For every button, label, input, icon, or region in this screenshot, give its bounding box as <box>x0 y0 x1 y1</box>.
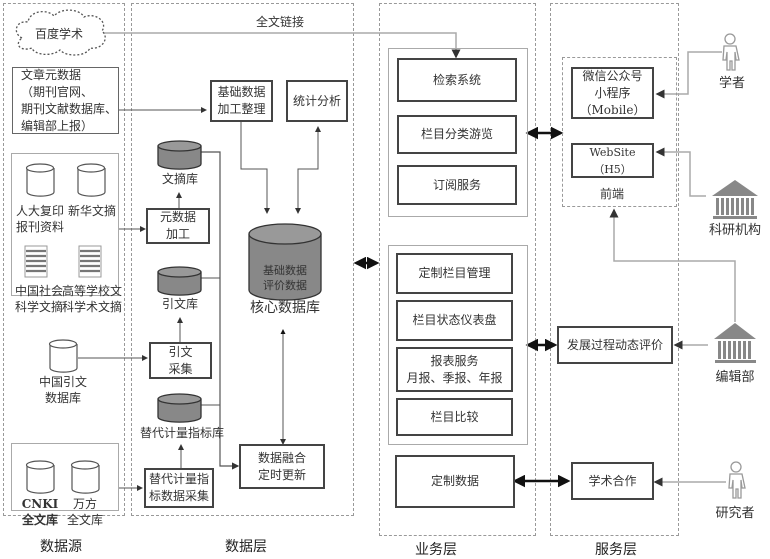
metadata-processing-box: 元数据 加工 <box>146 208 210 244</box>
cloud-shape <box>15 9 106 56</box>
hxxs-label: 高等学校文 科学术文摘 <box>61 284 122 314</box>
wechat-mobile-box[interactable]: 微信公众号 小程序 （Mobile） <box>571 67 654 119</box>
column-dashboard-box[interactable]: 栏目状态仪表盘 <box>396 300 513 341</box>
db-icon-abstract <box>157 140 202 170</box>
layer-title-data: 数据层 <box>225 539 267 555</box>
cnki-label: CNKI 全文库 <box>21 497 59 527</box>
actor-scholar-label: 学者 <box>718 76 745 91</box>
statistics-box: 统计分析 <box>286 80 348 122</box>
frontend-label: 前端 <box>599 187 624 201</box>
link-fulltext <box>103 32 461 59</box>
academic-coop-box[interactable]: 学术合作 <box>571 462 654 500</box>
layer-data-source <box>3 3 125 516</box>
doc-icon-cssa <box>24 245 48 278</box>
link-dbs-fusion <box>200 151 240 470</box>
baidu-scholar-label: 百度学术 <box>34 27 83 41</box>
person-icon-scholar <box>722 33 740 71</box>
dynamic-eval-box[interactable]: 发展过程动态评价 <box>557 326 673 364</box>
db-icon-citation <box>157 266 202 296</box>
source-group-abstracts <box>11 153 119 296</box>
abstract-db-label: 文摘库 <box>161 172 198 186</box>
actor-researcher-label: 研究者 <box>715 506 755 521</box>
xinhua-label: 新华文摘 <box>67 204 116 218</box>
data-fusion-box: 数据融合 定时更新 <box>239 444 325 489</box>
altmetric-db-label: 替代计量指标库 <box>139 426 224 440</box>
link-editorial-frontend <box>609 208 736 322</box>
core-db-inner-label: 基础数据 评价数据 <box>263 264 307 292</box>
citation-db-label: 引文库 <box>161 297 198 311</box>
business-group-1 <box>388 48 528 217</box>
layer-title-source: 数据源 <box>40 539 82 555</box>
citation-collect-box: 引文 采集 <box>149 342 212 379</box>
db-icon-core <box>248 223 322 301</box>
db-icon-cci <box>48 339 78 373</box>
layer-service <box>550 3 679 536</box>
column-compare-box[interactable]: 栏目比较 <box>396 398 513 436</box>
layer-business <box>379 3 536 536</box>
link-institute-website <box>655 147 706 197</box>
building-icon-institute <box>712 180 758 219</box>
cci-label: 中国引文 数据库 <box>38 375 87 405</box>
core-db-label: 核心数据库 <box>250 300 320 316</box>
link-basic-core <box>240 121 270 214</box>
doc-icon-hxxs <box>78 245 102 278</box>
frontend-group <box>562 57 677 207</box>
db-icon-rdfy <box>25 163 55 197</box>
cssa-label: 中国社会 科学文摘 <box>14 284 63 314</box>
website-h5-box[interactable]: WebSite（H5） <box>571 143 654 178</box>
db-icon-wanfang <box>70 460 100 494</box>
building-icon-editorial <box>714 323 756 363</box>
wanfang-label: 万方 全文库 <box>66 497 103 527</box>
business-group-2 <box>388 245 528 445</box>
actor-editorial-label: 编辑部 <box>715 370 755 385</box>
column-browse-box[interactable]: 栏目分类游览 <box>397 115 517 154</box>
db-icon-altmetric <box>157 393 202 423</box>
rdfy-label: 人大复印 报刊资料 <box>15 204 64 234</box>
source-group-fulltext <box>11 443 119 511</box>
basic-processing-box: 基础数据 加工整理 <box>210 80 273 122</box>
fulltext-link-label: 全文链接 <box>255 15 304 29</box>
layer-title-service: 服务层 <box>595 542 637 558</box>
link-scholar-wechat <box>655 51 722 99</box>
db-icon-cnki <box>25 460 55 494</box>
person-icon-researcher <box>728 461 746 499</box>
article-metadata-box: 文章元数据 （期刊官网、 期刊文献数据库、 编辑部上报） <box>12 67 119 134</box>
layer-title-business: 业务层 <box>415 542 457 558</box>
actor-institute-label: 科研机构 <box>708 223 761 238</box>
subscription-box[interactable]: 订阅服务 <box>397 165 517 205</box>
link-core-stats <box>297 126 321 213</box>
search-system-box[interactable]: 检索系统 <box>397 58 517 102</box>
custom-data-box[interactable]: 定制数据 <box>395 455 515 508</box>
custom-column-mgmt-box[interactable]: 定制栏目管理 <box>396 253 513 294</box>
report-service-box[interactable]: 报表服务 月报、季报、年报 <box>396 347 513 392</box>
altmetric-collect-box: 替代计量指 标数据采集 <box>144 468 214 508</box>
db-icon-xinhua <box>76 163 106 197</box>
